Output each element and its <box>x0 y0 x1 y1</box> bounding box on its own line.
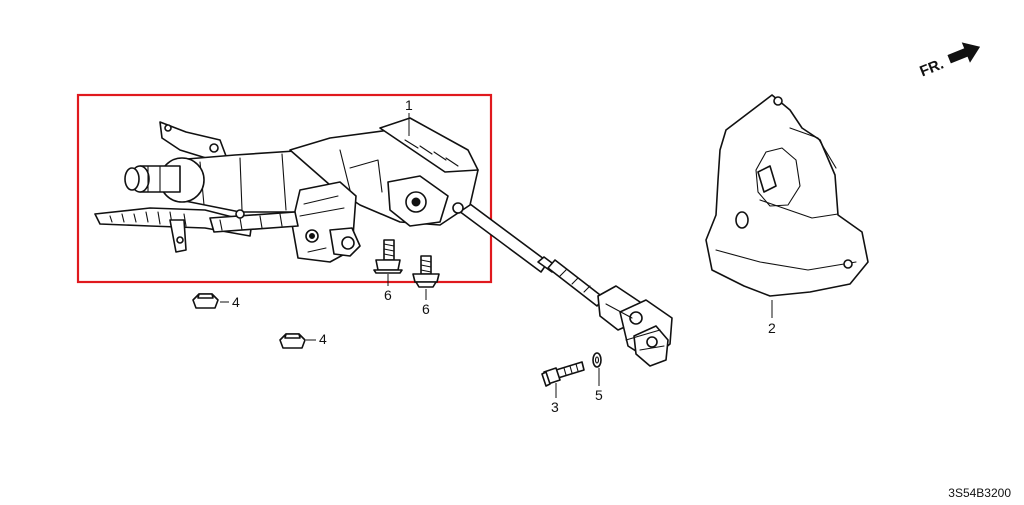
highlight-box <box>76 93 493 284</box>
nut-icon[interactable] <box>192 293 219 309</box>
arrow-right-icon <box>947 42 981 64</box>
column-cover[interactable] <box>705 94 869 297</box>
diagram-code: 3S54B3200 <box>948 486 1011 500</box>
steering-column-assembly[interactable] <box>94 117 673 367</box>
callout-6b: 6 <box>422 301 430 317</box>
bolt-icon[interactable] <box>373 239 403 274</box>
callout-2: 2 <box>768 320 776 336</box>
callout-1: 1 <box>405 97 413 113</box>
fr-label: FR. <box>917 56 946 81</box>
nut-icon[interactable] <box>279 333 306 349</box>
callout-4b: 4 <box>319 331 327 347</box>
leader-lines <box>220 113 773 398</box>
callout-3: 3 <box>551 399 559 415</box>
bolt-icon[interactable] <box>412 255 440 288</box>
front-direction-indicator: FR. <box>917 42 981 81</box>
callout-4a: 4 <box>232 294 240 310</box>
callout-6a: 6 <box>384 287 392 303</box>
callout-5: 5 <box>595 387 603 403</box>
washer-icon[interactable] <box>592 352 602 368</box>
bolt-icon[interactable] <box>541 361 585 387</box>
